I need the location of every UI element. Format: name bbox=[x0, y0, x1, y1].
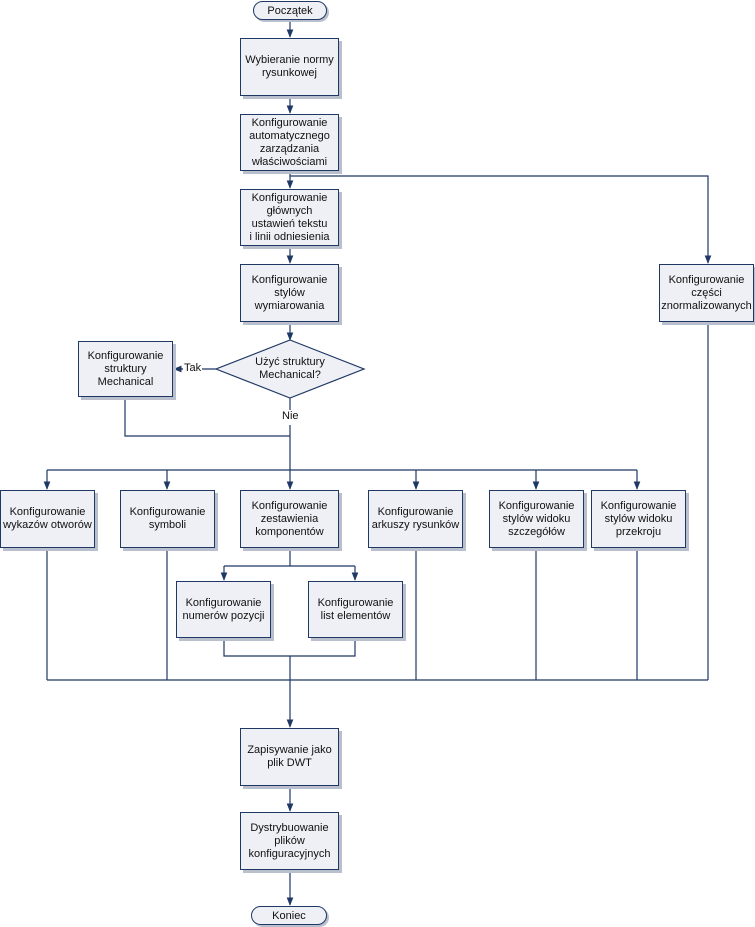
end-terminator: Koniec bbox=[251, 906, 327, 925]
decision-question: Użyć struktury Mechanical? bbox=[255, 356, 325, 381]
decision-no-label: Nie bbox=[281, 410, 300, 422]
step-label: Konfigurowanie stylów widoku szczegółów bbox=[498, 499, 575, 538]
step-label: Konfigurowanie części znormalizowanych bbox=[661, 273, 752, 312]
step-label: Konfigurowanie numerów pozycji bbox=[182, 596, 265, 622]
step-drawing-standard: Wybieranie normy rysunkowej bbox=[240, 38, 339, 96]
step-label: Wybieranie normy rysunkowej bbox=[245, 54, 334, 79]
step-item-lists: Konfigurowanie list elementów bbox=[308, 581, 403, 638]
step-property-management: Konfigurowanie automatycznego zarządzani… bbox=[240, 114, 339, 171]
step-mechanical-structure: Konfigurowanie struktury Mechanical bbox=[78, 341, 173, 397]
step-label: Konfigurowanie stylów wymiarowania bbox=[251, 273, 328, 312]
step-label: Konfigurowanie automatycznego zarządzani… bbox=[249, 116, 330, 168]
step-hole-charts: Konfigurowanie wykazów otworów bbox=[0, 490, 95, 548]
step-drawing-sheets: Konfigurowanie arkuszy rysunków bbox=[368, 490, 463, 548]
step-balloons: Konfigurowanie numerów pozycji bbox=[176, 581, 271, 638]
step-label: Konfigurowanie struktury Mechanical bbox=[87, 349, 164, 388]
end-label: Koniec bbox=[272, 909, 306, 922]
step-save-dwt: Zapisywanie jako plik DWT bbox=[240, 728, 339, 786]
step-label: Konfigurowanie arkuszy rysunków bbox=[371, 506, 460, 531]
step-dimension-styles: Konfigurowanie stylów wymiarowania bbox=[240, 264, 339, 322]
start-label: Początek bbox=[267, 4, 313, 17]
step-label: Konfigurowanie zestawienia komponentów bbox=[251, 499, 328, 538]
decision-yes-label: Tak bbox=[183, 362, 203, 374]
step-detail-view-styles: Konfigurowanie stylów widoku szczegółów bbox=[489, 490, 584, 548]
step-label: Konfigurowanie głównych ustawień tekstu … bbox=[249, 191, 330, 243]
step-symbols: Konfigurowanie symboli bbox=[120, 490, 215, 548]
decision-diamond bbox=[214, 339, 366, 399]
step-parts-list: Konfigurowanie zestawienia komponentów bbox=[240, 490, 339, 548]
step-label: Dystrybuowanie plików konfiguracyjnych bbox=[248, 821, 331, 860]
step-label: Zapisywanie jako plik DWT bbox=[247, 744, 332, 769]
step-standard-parts: Konfigurowanie części znormalizowanych bbox=[659, 264, 754, 322]
step-section-view-styles: Konfigurowanie stylów widoku przekroju bbox=[591, 490, 686, 548]
step-distribute: Dystrybuowanie plików konfiguracyjnych bbox=[240, 812, 339, 870]
step-text-leader-settings: Konfigurowanie głównych ustawień tekstu … bbox=[240, 189, 339, 246]
step-label: Konfigurowanie wykazów otworów bbox=[3, 506, 92, 531]
start-terminator: Początek bbox=[253, 1, 327, 20]
step-label: Konfigurowanie list elementów bbox=[317, 596, 394, 622]
step-label: Konfigurowanie symboli bbox=[129, 506, 206, 531]
step-label: Konfigurowanie stylów widoku przekroju bbox=[600, 499, 677, 538]
